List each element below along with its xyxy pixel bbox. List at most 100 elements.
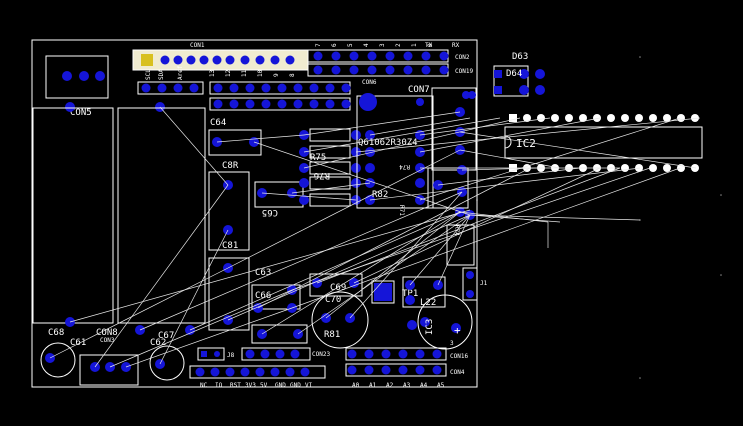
resistor-pad[interactable] [365,147,375,157]
resistor-pad[interactable] [351,163,361,173]
reg-pad[interactable] [407,320,417,330]
ic2-pin[interactable] [537,114,545,122]
header-pad[interactable] [229,99,239,109]
con2-pad[interactable] [439,51,449,61]
con2-pad[interactable] [331,51,341,61]
ic2-pin[interactable] [635,114,643,122]
con1-pad[interactable] [160,55,170,65]
header-pad[interactable] [325,83,335,93]
header-pad[interactable] [277,83,287,93]
con4-pad[interactable] [347,365,357,375]
header-pad[interactable] [157,83,167,93]
resistor-pad[interactable] [299,178,309,188]
header-pad[interactable] [245,99,255,109]
header-pad[interactable] [309,83,319,93]
con1-pads[interactable] [141,54,295,66]
header-pad[interactable] [293,99,303,109]
ic2-pin[interactable] [593,114,601,122]
header-pad[interactable] [261,83,271,93]
ic2-pin[interactable] [579,114,587,122]
con7-pad[interactable] [416,98,424,106]
header-pad[interactable] [341,99,351,109]
con19-pad[interactable] [313,65,323,75]
con23-pad[interactable] [290,349,300,359]
ic2-pin[interactable] [621,114,629,122]
con16-pad[interactable] [364,349,374,359]
j8-pad[interactable] [201,351,207,357]
con16-pad[interactable] [347,349,357,359]
ic2-pin[interactable] [649,164,657,172]
power-header-pad[interactable] [300,367,310,377]
con1-pad[interactable] [173,55,183,65]
con1-pad[interactable] [255,55,265,65]
con1-pad[interactable] [240,55,250,65]
con1-pad[interactable] [186,55,196,65]
ic2-pin[interactable] [509,114,517,122]
header-pad[interactable] [213,99,223,109]
d64-pad[interactable] [535,85,545,95]
con16-pad[interactable] [415,349,425,359]
ic-small-pad[interactable] [468,91,476,99]
con16-pad[interactable] [432,349,442,359]
l22-pad[interactable] [420,317,430,327]
ic2-pin[interactable] [691,114,699,122]
header-pad[interactable] [173,83,183,93]
con2-pad[interactable] [385,51,395,61]
con2-pad[interactable] [421,51,431,61]
ic2-pin[interactable] [551,114,559,122]
resistor-pad[interactable] [351,130,361,140]
con19-pad[interactable] [439,65,449,75]
con23-pad[interactable] [260,349,270,359]
con2-pad[interactable] [367,51,377,61]
con1-pin1-pad[interactable] [141,54,153,66]
con4-pad[interactable] [381,365,391,375]
power-header-pad[interactable] [210,367,220,377]
con5-pad[interactable] [62,71,72,81]
ic2-pin[interactable] [663,114,671,122]
l22-pad[interactable] [451,323,461,333]
j1-pad[interactable] [466,271,474,279]
d64-pad[interactable] [494,70,502,78]
ic2-pin[interactable] [649,114,657,122]
ic2-pin[interactable] [523,114,531,122]
d64-pad[interactable] [494,86,502,94]
con23-pad[interactable] [275,349,285,359]
tp1-pad[interactable] [374,283,392,301]
con2-pad[interactable] [403,51,413,61]
con5-pad[interactable] [95,71,105,81]
ic2-pin[interactable] [663,164,671,172]
header-pad[interactable] [229,83,239,93]
con7-pad[interactable] [359,93,377,111]
header-pad[interactable] [245,83,255,93]
power-header-pad[interactable] [255,367,265,377]
resistor-pad[interactable] [351,178,361,188]
con19-pad[interactable] [385,65,395,75]
con19-pad[interactable] [331,65,341,75]
j1-pad[interactable] [466,290,474,298]
con1-pad[interactable] [285,55,295,65]
resistor-pad[interactable] [365,163,375,173]
resistor-pad[interactable] [415,178,425,188]
resistor-array[interactable] [299,128,425,207]
header-pad[interactable] [261,99,271,109]
ic2-pin[interactable] [621,164,629,172]
con1-pad[interactable] [270,55,280,65]
header-pad[interactable] [213,83,223,93]
con2-pads[interactable] [313,51,449,75]
ic-small-pad[interactable] [462,91,470,99]
power-header-pad[interactable] [285,367,295,377]
header-pad[interactable] [341,83,351,93]
header-pad[interactable] [293,83,303,93]
header-pad[interactable] [277,99,287,109]
con19-pad[interactable] [349,65,359,75]
con5-pad[interactable] [79,71,89,81]
header-pad[interactable] [189,83,199,93]
con19-pad[interactable] [403,65,413,75]
con19-pad[interactable] [421,65,431,75]
header-pad[interactable] [325,99,335,109]
con4-pad[interactable] [432,365,442,375]
con4-pad[interactable] [398,365,408,375]
con23-pad[interactable] [245,349,255,359]
bottom-header-pads[interactable] [195,349,442,377]
